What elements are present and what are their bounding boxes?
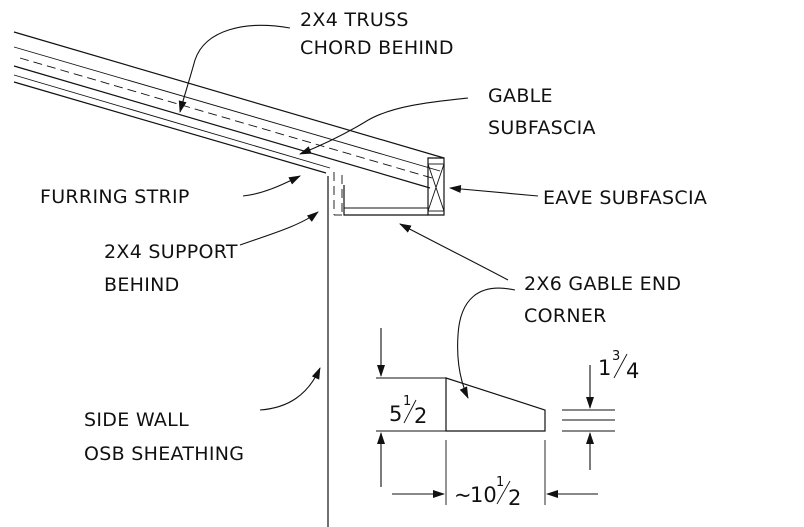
eave-subfascia-leader [449, 185, 539, 197]
gable-subfascia-label-line2: SUBFASCIA [488, 117, 596, 139]
height-numerator: 1 [403, 394, 411, 409]
height-whole: 5 [389, 402, 402, 426]
truss-chord-label-line2: CHORD BEHIND [300, 37, 454, 59]
length-denominator: 2 [508, 486, 521, 510]
side-wall-label-line2: OSB SHEATHING [84, 443, 244, 465]
gable-subfascia-lower-edge [13, 65, 431, 189]
gable-end-corner-leader-upper [399, 223, 509, 281]
length-prefix: ~ [454, 483, 472, 507]
corner-profile [445, 377, 546, 432]
side-wall-leader [259, 367, 321, 411]
length-whole: 10 [470, 483, 497, 507]
side-wall-label-line1: SIDE WALL [84, 409, 189, 431]
gable-subfascia-leader [299, 97, 469, 155]
gable-subfascia-label-line1: GABLE [488, 85, 553, 107]
support-label-line2: BEHIND [104, 274, 180, 296]
support-label-line1: 2X4 SUPPORT [104, 241, 238, 263]
length-dimension [392, 440, 598, 505]
furring-strip-leader [242, 175, 301, 197]
eave-subfascia-label: EAVE SUBFASCIA [543, 187, 707, 209]
dimension-labels: 5 1 2 1 3 4 ~ 10 1 2 [389, 349, 639, 510]
callout-labels: 2X4 TRUSS CHORD BEHIND GABLE SUBFASCIA F… [40, 9, 707, 465]
furring-strip-edge [13, 74, 331, 169]
gable-corner-section [376, 328, 615, 505]
thin-edge-dimension-value: 1 3 4 [598, 349, 639, 383]
gable-end-corner-label-line2: CORNER [524, 305, 607, 327]
height-denominator: 2 [414, 404, 427, 428]
gable-end-corner-label-line1: 2X6 GABLE END [524, 273, 681, 295]
thin-edge-numerator: 3 [612, 349, 620, 364]
thin-edge-denominator: 4 [626, 359, 639, 383]
height-dimension [376, 328, 446, 487]
gable-end-corner-leader-lower [457, 287, 516, 399]
leader-lines [178, 24, 539, 411]
rake-bottom-edge [13, 81, 327, 174]
truss-chord-hidden-line [19, 57, 433, 179]
rake-top-edge [13, 31, 445, 159]
support-hidden-lines [333, 172, 343, 216]
truss-chord-label-line1: 2X4 TRUSS [300, 9, 409, 31]
thin-edge-whole: 1 [598, 356, 611, 380]
truss-chord-leader [178, 24, 291, 113]
length-dimension-value: ~ 10 1 2 [454, 475, 521, 510]
furring-strip-label: FURRING STRIP [40, 186, 190, 208]
roof-assembly [13, 31, 445, 527]
length-numerator: 1 [496, 475, 504, 490]
height-dimension-value: 5 1 2 [389, 394, 427, 428]
thin-edge-dimension [562, 365, 615, 470]
eave-subfascia-box [427, 157, 445, 216]
gable-end-corner-bottom [343, 185, 428, 216]
rake-second-edge [13, 46, 441, 172]
support-leader [239, 211, 319, 246]
